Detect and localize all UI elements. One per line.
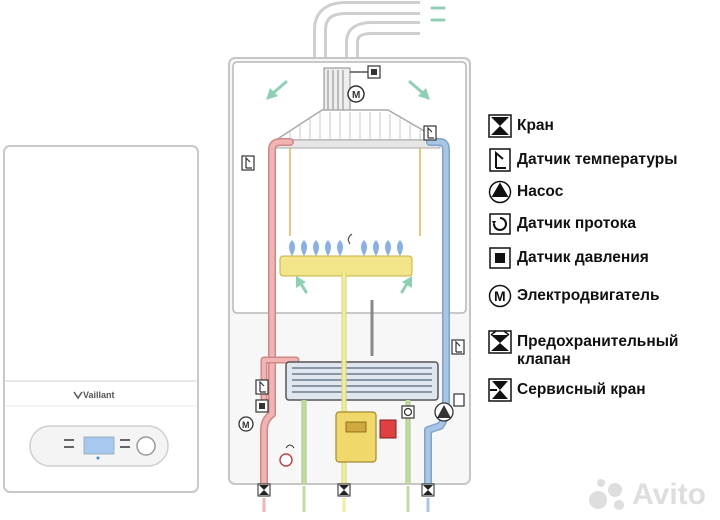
brand-logo: Vaillant [73,390,115,400]
control-knob [136,436,156,456]
flow-sensor-icon [489,213,511,235]
gas-valve [335,411,377,463]
svg-text:M: M [352,90,360,101]
pressure-sensor-icon [350,65,381,79]
service-valve-icon [488,378,512,402]
legend-item-pump: Насос [488,180,563,204]
electric-motor-icon: M [238,416,254,432]
valve-icon [257,483,271,497]
temperature-sensor-icon [241,155,255,171]
domestic-water-pipes [301,300,411,484]
pressure-gauge-icon [279,444,295,467]
temperature-sensor-icon [423,125,437,141]
brand-name: Vaillant [83,390,115,400]
valve-icon [337,483,351,497]
legend-item-temperature-sensor: Датчик температуры [488,148,678,172]
legend-label: Сервисный кран [517,381,646,398]
temperature-sensor-icon [451,339,465,355]
legend-label: Насос [517,183,564,200]
gas-pipe [335,272,397,484]
svg-text:M: M [494,288,506,304]
temperature-sensor-icon [489,148,511,172]
legend-item-flow-sensor: Датчик протока [488,212,636,236]
legend-item-electric-motor: M Электродвигатель [488,284,660,308]
avito-dots-icon [589,479,625,510]
electric-motor-icon: M [488,284,512,308]
air-flow-arrows [266,6,446,294]
pressure-sensor-icon [489,247,511,269]
return-pipe-cold [424,138,450,488]
legend-item-valve: Кран [488,114,554,138]
legend-label: Датчик температуры [517,151,678,168]
svg-text:M: M [242,420,250,430]
flue-pipes [313,0,420,66]
burner [279,233,413,277]
legend-label: Датчик давления [517,249,649,266]
safety-valve-icon [488,330,512,354]
heat-exchanger-hood [273,109,443,236]
secondary-heat-exchanger [285,361,439,401]
legend-item-safety-valve: Предохранительный клапан [488,330,713,369]
pump-icon [488,180,512,204]
boiler-exterior: Vaillant [3,145,199,493]
pipe-stubs [262,486,430,512]
legend-item-pressure-sensor: Датчик давления [488,246,649,270]
electric-motor-icon [347,85,365,103]
legend-label: Электродвигатель [517,287,660,304]
legend-label: Датчик протока [517,215,636,232]
legend-label: Кран [517,117,554,134]
watermark: Avito [588,478,706,512]
safety-valve-icon [453,393,465,407]
watermark-text: Avito [632,478,706,511]
display-screen [83,436,115,455]
valve-icon [488,114,512,138]
flow-sensor-icon [401,405,415,419]
temperature-sensor-icon [255,379,269,395]
panel-buttons [64,439,130,448]
fan-assembly: M [323,65,381,113]
legend-label: Предохранительный клапан [517,333,679,368]
legend-item-service-valve: Сервисный кран [488,378,646,402]
valve-icon [421,483,435,497]
pump-icon [434,402,454,422]
pressure-sensor-icon [255,399,269,413]
